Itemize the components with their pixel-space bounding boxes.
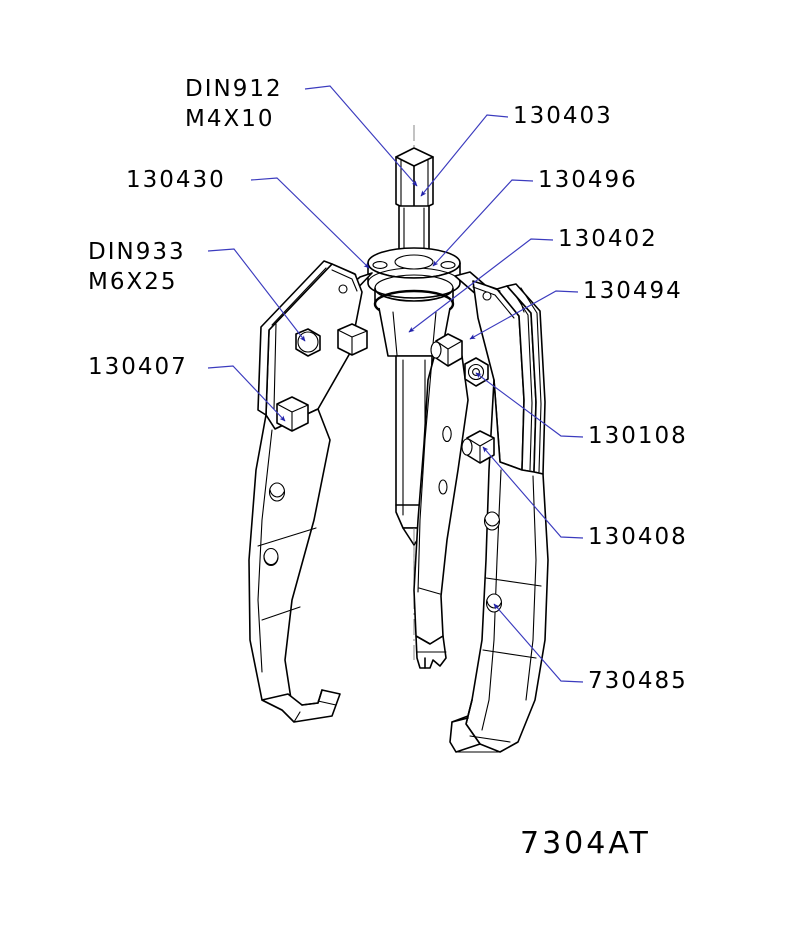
leader-line-din912 <box>304 85 418 187</box>
left-arm-hex-bolt-upper <box>295 328 321 357</box>
leader-line-130430 <box>250 177 370 269</box>
callout-label-130496: 130496 <box>538 167 638 194</box>
right-arm-hex-nut-130408 <box>461 430 495 464</box>
hex-head-screw-130403 <box>395 147 434 214</box>
callout-label-130402-line-1: 130402 <box>558 226 658 252</box>
left-arm-body <box>248 408 331 711</box>
callout-label-130403-line-1: 130403 <box>513 103 613 129</box>
leader-line-130496 <box>432 179 534 267</box>
callout-label-730485: 730485 <box>588 668 688 695</box>
callout-label-130408: 130408 <box>588 524 688 551</box>
leader-line-130408 <box>482 446 584 539</box>
leader-line-130403 <box>420 114 509 197</box>
leader-line-130494 <box>469 290 579 340</box>
callout-label-130430: 130430 <box>126 167 226 194</box>
left-arm-claw-foot <box>261 689 341 723</box>
leader-line-130402 <box>408 238 554 333</box>
callout-label-130402: 130402 <box>558 226 658 253</box>
callout-label-din912-line-2: M4X10 <box>185 106 275 132</box>
callout-label-130496-line-1: 130496 <box>538 167 638 193</box>
left-arm-hex-bolt-lower-130407 <box>276 396 309 432</box>
callout-label-130407-line-1: 130407 <box>88 354 188 380</box>
leader-line-130108 <box>475 372 584 438</box>
title-block-model: 7304AT <box>520 826 651 861</box>
right-arm-hex-nut-130108 <box>464 357 489 387</box>
callout-label-130494-line-1: 130494 <box>583 278 683 304</box>
right-arm-claw-foot <box>449 699 481 753</box>
leader-line-130407 <box>207 365 286 422</box>
right-arm-hex-nut-upper-130402 <box>430 333 463 367</box>
callout-label-130403: 130403 <box>513 103 613 130</box>
callout-label-din912-line-1: DIN912 <box>185 76 283 102</box>
callout-label-730485-line-1: 730485 <box>588 668 688 694</box>
callout-label-130408-line-1: 130408 <box>588 524 688 550</box>
callout-label-130430-line-1: 130430 <box>126 167 226 193</box>
right-arm-assembly <box>430 271 549 753</box>
callout-label-din933-line-1: DIN933 <box>88 239 186 265</box>
callout-label-130407: 130407 <box>88 354 188 381</box>
left-arm-assembly <box>248 260 373 723</box>
callout-label-130108-line-1: 130108 <box>588 423 688 449</box>
leader-line-din933 <box>207 248 306 342</box>
callout-label-130108: 130108 <box>588 423 688 450</box>
callout-label-130494: 130494 <box>583 278 683 305</box>
middle-arm-assembly <box>413 345 469 669</box>
leader-line-730485 <box>493 603 584 683</box>
left-arm-hex-bolt-mid <box>337 323 368 356</box>
leader-lines-group <box>207 85 584 683</box>
callout-label-din933-line-2: M6X25 <box>88 269 178 295</box>
